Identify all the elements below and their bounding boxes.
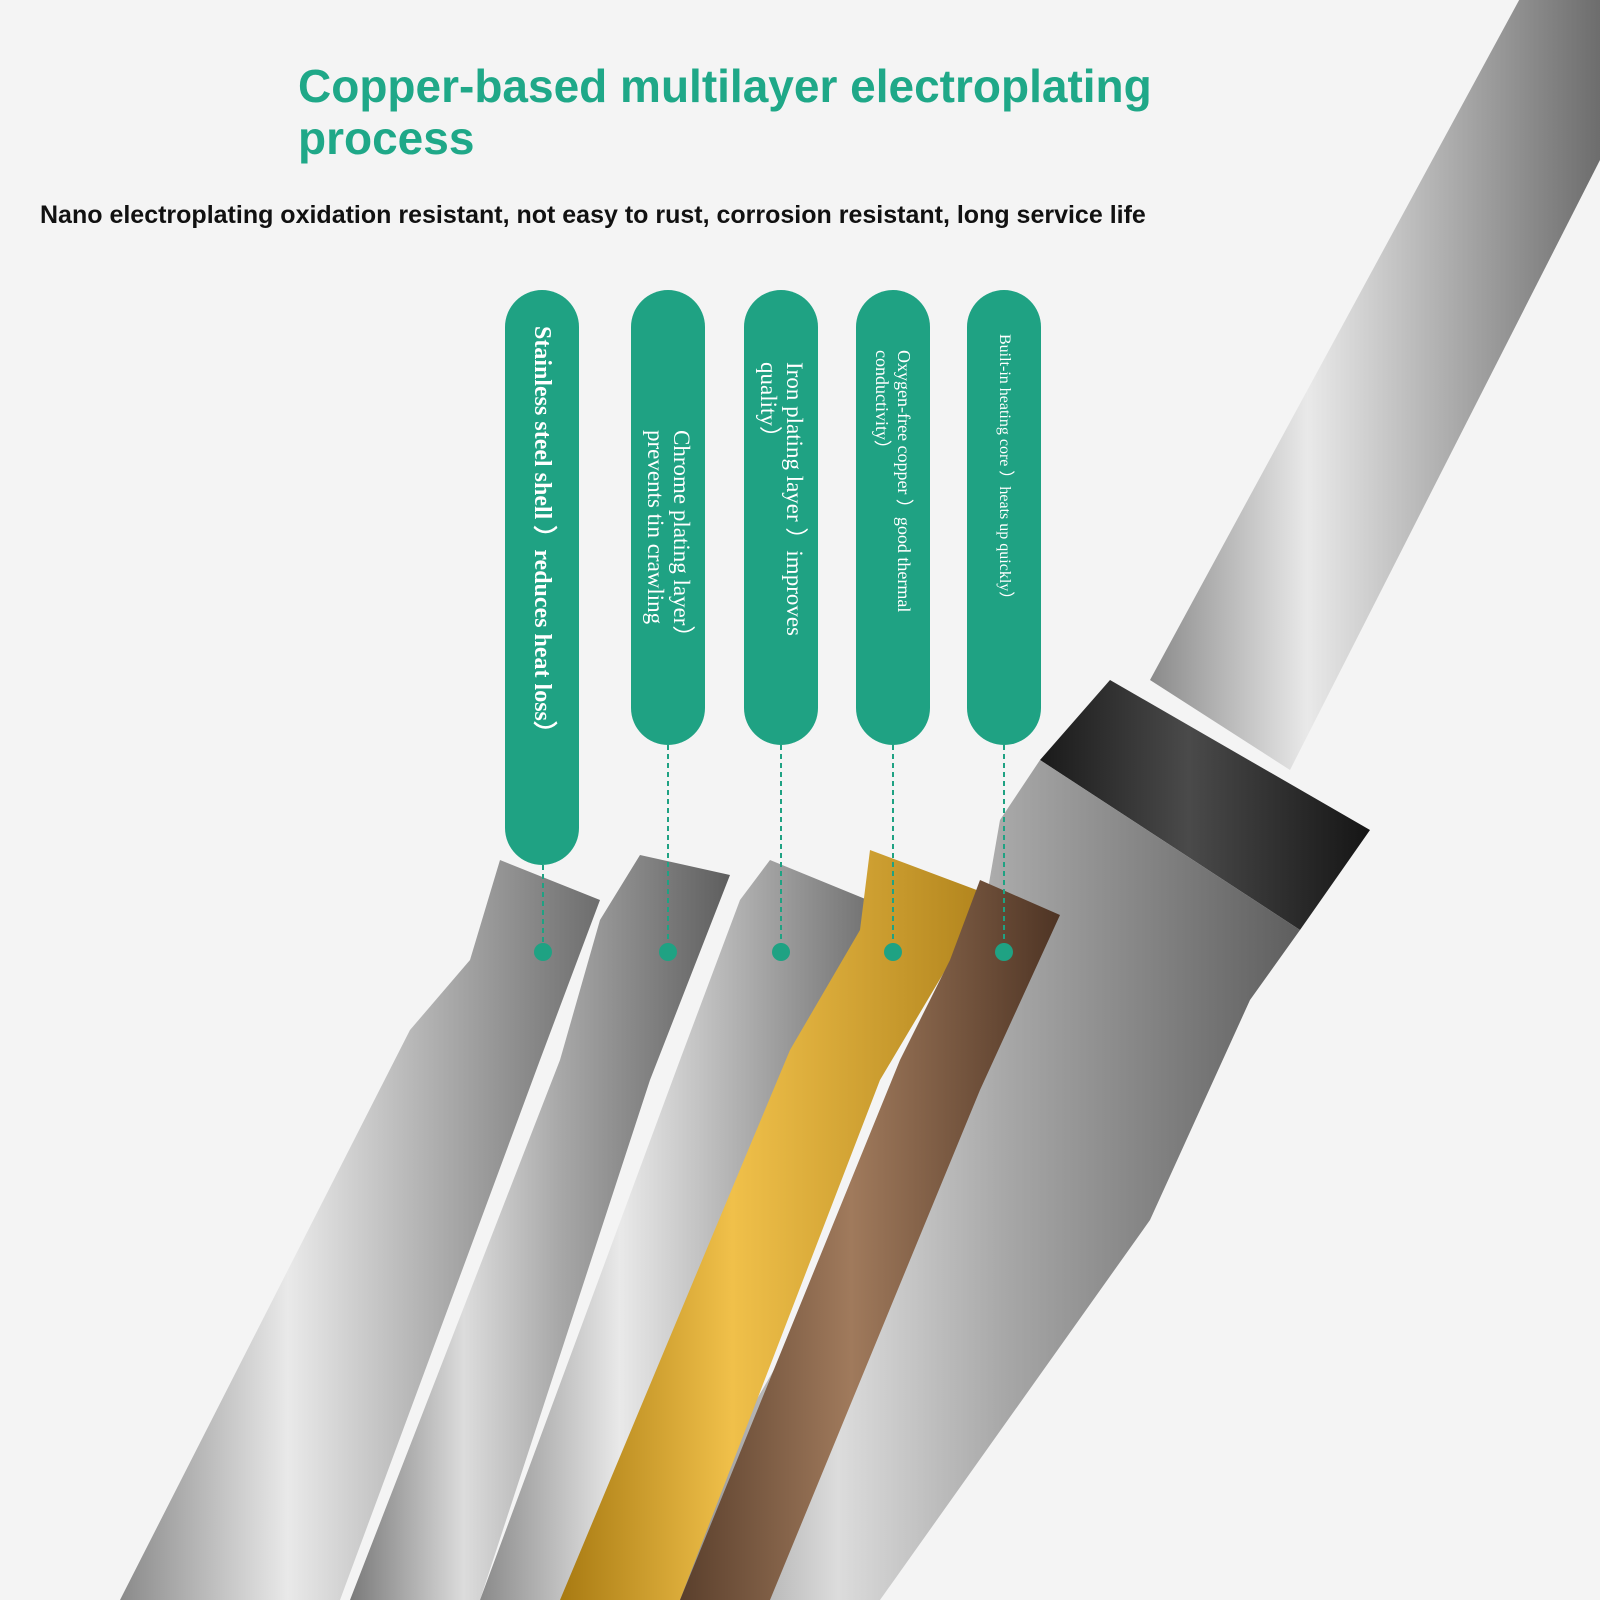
leader-dot-5: [995, 943, 1013, 961]
callout-stainless-steel-shell: Stainless steel shell ︶reduces heat loss…: [505, 290, 579, 865]
stainless-shell-layer: [120, 860, 600, 1600]
leader-dot-2: [659, 943, 677, 961]
heating-core-layer: [680, 880, 1060, 1600]
leader-dot-1: [534, 943, 552, 961]
leader-dot-3: [772, 943, 790, 961]
handle-shaft: [1150, 0, 1600, 770]
headline: Copper-based multilayer electroplating p…: [298, 60, 1152, 164]
callout-iron-plating: Iron plating layer ︶improves quality︶: [744, 290, 818, 745]
leader-dot-4: [884, 943, 902, 961]
callout-label: Stainless steel shell ︶reduces heat loss…: [529, 326, 555, 745]
black-band: [1040, 680, 1370, 930]
callout-heating-core: Built-in heating core ︶heats up quickly︶: [967, 290, 1041, 745]
callout-label: Oxygen-free copper ︶good thermal conduct…: [872, 350, 914, 613]
callout-label: Iron plating layer ︶improves quality︶: [756, 362, 807, 637]
iron-layer: [480, 860, 880, 1600]
callout-label: Built-in heating core ︶heats up quickly︶: [996, 334, 1013, 608]
callout-chrome-plating: Chrome plating layer︶ prevents tin crawl…: [631, 290, 705, 745]
subheadline: Nano electroplating oxidation resistant,…: [40, 201, 1146, 229]
callout-label: Chrome plating layer︶ prevents tin crawl…: [643, 430, 694, 649]
copper-layer: [560, 850, 990, 1600]
chrome-layer: [350, 855, 730, 1600]
callout-oxygen-free-copper: Oxygen-free copper ︶good thermal conduct…: [856, 290, 930, 745]
